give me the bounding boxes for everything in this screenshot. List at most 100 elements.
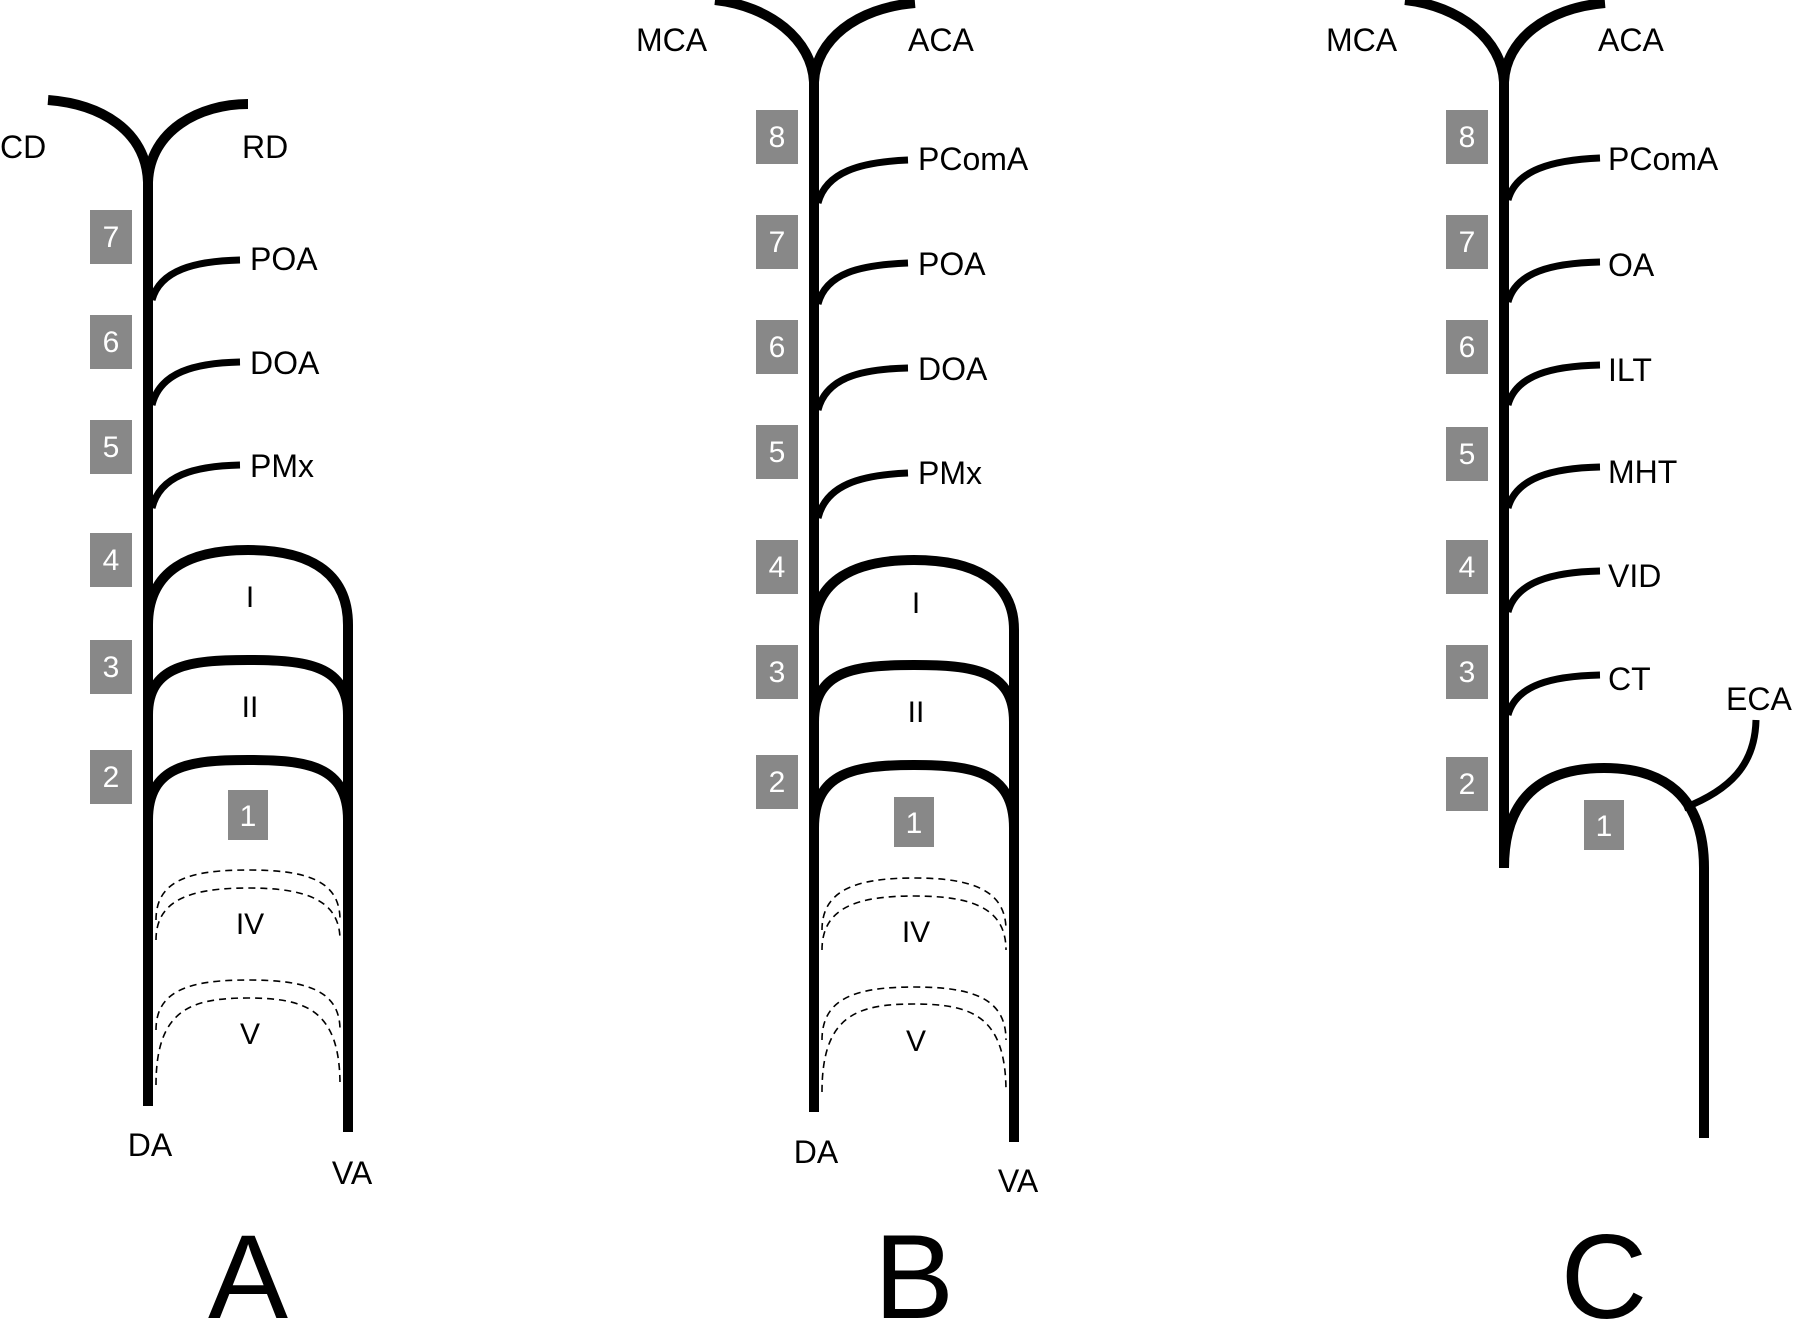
top-branch-aca [809, 0, 916, 83]
segment-box: 8 [1446, 110, 1488, 164]
panel-label-a: A [208, 1210, 288, 1326]
arch-iv-dashed-inner [155, 887, 341, 941]
panel-b: 8 7 6 5 4 3 2 1 MCA ACA PComA POA DOA PM… [636, 0, 1039, 1326]
segment-box-inner: 1 [228, 790, 268, 840]
label-arch-iv: IV [236, 908, 264, 941]
arch-v-dashed-outer [821, 986, 1007, 1041]
label-va: VA [332, 1155, 373, 1191]
label-oa: OA [1608, 247, 1655, 283]
label-pmx: PMx [918, 455, 982, 491]
label-arch-v: V [906, 1025, 926, 1058]
label-da: DA [794, 1134, 839, 1170]
label-pcoma: PComA [918, 141, 1029, 177]
label-poa: POA [918, 246, 986, 282]
label-aca: ACA [1598, 22, 1664, 58]
segment-number: 7 [1459, 226, 1476, 259]
label-eca: ECA [1726, 681, 1792, 717]
arch-v-dashed-inner [821, 1003, 1007, 1093]
segment-box: 5 [756, 425, 798, 479]
top-branch-mca [714, 0, 819, 83]
segment-box: 5 [90, 420, 132, 474]
side-branch-pcoma [1504, 154, 1601, 202]
segment-number: 4 [769, 551, 786, 584]
segment-number: 8 [1459, 121, 1476, 154]
label-mca: MCA [1326, 22, 1398, 58]
segment-box: 2 [1446, 757, 1488, 811]
segment-box: 6 [1446, 320, 1488, 374]
arch-v-dashed-inner [155, 997, 341, 1086]
segment-box: 7 [1446, 215, 1488, 269]
segment-box: 6 [90, 315, 132, 369]
label-pcoma: PComA [1608, 141, 1719, 177]
arch-1 [143, 755, 353, 821]
top-branch-cd [47, 95, 153, 183]
label-mht: MHT [1608, 454, 1677, 490]
segment-box: 3 [90, 640, 132, 694]
segment-number: 4 [1459, 551, 1476, 584]
segment-box: 7 [756, 215, 798, 269]
side-branch-ct [1504, 671, 1601, 717]
segment-number: 8 [769, 121, 786, 154]
segment-box: 2 [90, 750, 132, 804]
label-da: DA [128, 1127, 173, 1163]
segment-box: 7 [90, 210, 132, 264]
label-va: VA [998, 1163, 1039, 1199]
segment-number: 5 [103, 431, 120, 464]
segment-box-inner: 1 [894, 797, 934, 847]
segment-box: 6 [756, 320, 798, 374]
panel-label-c: C [1561, 1210, 1648, 1326]
side-branch-pcoma [814, 156, 909, 205]
label-arch-iv: IV [902, 916, 930, 949]
arch-1 [1499, 763, 1709, 1138]
panel-a: 7 6 5 4 3 2 1 CD RD POA DOA PMx I II IV … [0, 95, 373, 1326]
segment-number: 6 [103, 326, 120, 359]
arch-i [809, 555, 1019, 631]
label-rd: RD [242, 129, 288, 165]
segment-number: 7 [769, 226, 786, 259]
segment-number: 1 [240, 800, 257, 833]
segment-number: 7 [103, 221, 120, 254]
top-branch-mca [1404, 0, 1509, 83]
label-arch-v: V [240, 1018, 260, 1051]
segment-number: 1 [1596, 810, 1613, 843]
label-ilt: ILT [1608, 352, 1652, 388]
label-aca: ACA [908, 22, 974, 58]
segment-box-inner: 1 [1584, 800, 1624, 850]
arch-ii [143, 655, 353, 716]
panel-c: 8 7 6 5 4 3 2 1 MCA ACA PComA OA ILT MHT… [1326, 0, 1792, 1326]
arch-i [143, 545, 353, 626]
panel-label-b: B [874, 1210, 954, 1326]
segment-box: 8 [756, 110, 798, 164]
label-doa: DOA [918, 351, 988, 387]
side-branch-doa [148, 358, 241, 407]
segment-number: 5 [1459, 438, 1476, 471]
label-pmx: PMx [250, 448, 314, 484]
segment-box: 2 [756, 755, 798, 809]
side-branch-oa [1504, 258, 1601, 304]
branch-eca [1682, 719, 1760, 812]
side-branch-doa [814, 364, 909, 412]
arch-iv-dashed-outer [821, 877, 1007, 931]
segment-box: 3 [1446, 645, 1488, 699]
segment-number: 3 [103, 651, 120, 684]
segment-box: 5 [1446, 427, 1488, 481]
segment-box: 3 [756, 645, 798, 699]
arch-iv-dashed-outer [155, 869, 341, 921]
segment-number: 3 [1459, 656, 1476, 689]
label-arch-ii: II [908, 696, 925, 729]
arch-ii [809, 660, 1019, 723]
side-branch-mht [1504, 463, 1601, 510]
segment-number: 4 [103, 544, 120, 577]
side-branch-poa [814, 259, 909, 306]
label-arch-ii: II [242, 691, 259, 724]
side-branch-vid [1504, 567, 1601, 614]
segment-number: 2 [103, 761, 120, 794]
segment-box: 4 [756, 540, 798, 594]
top-branch-aca [1499, 0, 1606, 83]
segment-number: 5 [769, 436, 786, 469]
side-branch-pmx [148, 461, 241, 510]
segment-box: 4 [90, 533, 132, 587]
segment-number: 1 [906, 807, 923, 840]
side-branch-ilt [1504, 361, 1601, 407]
